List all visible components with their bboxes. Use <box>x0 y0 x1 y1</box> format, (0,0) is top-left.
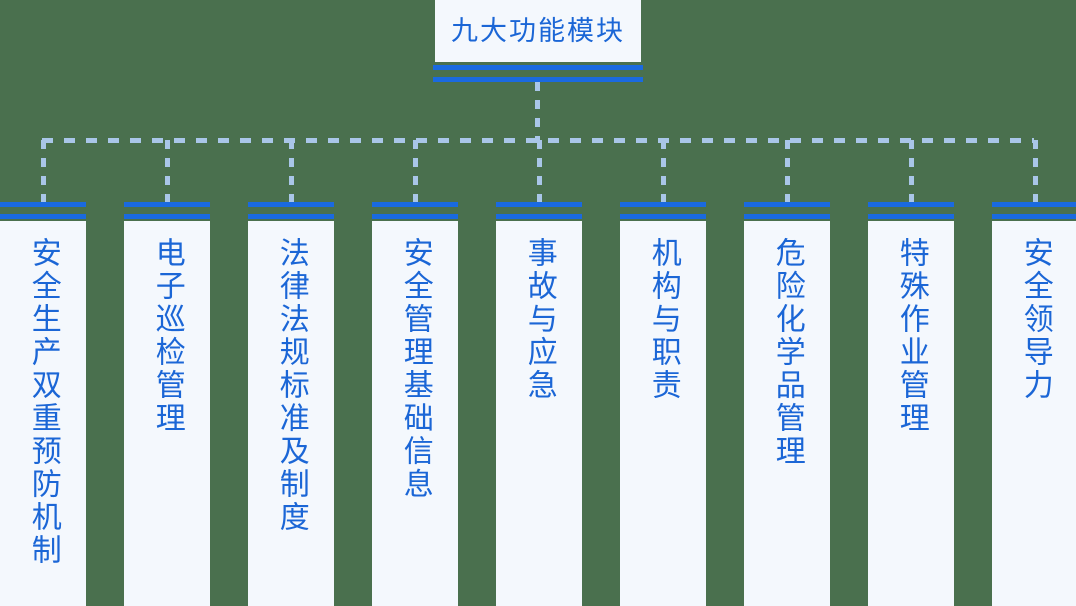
module-bar-bottom-3 <box>248 214 334 219</box>
module-column-5[interactable]: 事故与应急 <box>496 202 582 606</box>
module-panel-8: 特殊作业管理 <box>868 221 954 606</box>
connector-drop-4 <box>412 140 418 202</box>
root-node-label: 九大功能模块 <box>451 15 625 47</box>
connector-drop-7 <box>784 140 790 202</box>
module-column-9[interactable]: 安全领导力 <box>992 202 1076 606</box>
module-panel-3: 法律法规标准及制度 <box>248 221 334 606</box>
module-panel-4: 安全管理基础信息 <box>372 221 458 606</box>
module-panel-7: 危险化学品管理 <box>744 221 830 606</box>
module-label-2: 电子巡检管理 <box>149 237 185 435</box>
module-panel-5: 事故与应急 <box>496 221 582 606</box>
connector-drop-5 <box>536 140 542 202</box>
module-column-1[interactable]: 安全生产双重预防机制 <box>0 202 86 606</box>
module-label-5: 事故与应急 <box>521 237 557 402</box>
module-column-8[interactable]: 特殊作业管理 <box>868 202 954 606</box>
module-column-4[interactable]: 安全管理基础信息 <box>372 202 458 606</box>
module-label-8: 特殊作业管理 <box>893 237 929 435</box>
connector-drop-9 <box>1032 140 1038 202</box>
module-panel-9: 安全领导力 <box>992 221 1076 606</box>
module-column-7[interactable]: 危险化学品管理 <box>744 202 830 606</box>
module-panel-1: 安全生产双重预防机制 <box>0 221 86 606</box>
connector-drop-3 <box>288 140 294 202</box>
module-column-6[interactable]: 机构与职责 <box>620 202 706 606</box>
module-bar-bottom-6 <box>620 214 706 219</box>
module-column-3[interactable]: 法律法规标准及制度 <box>248 202 334 606</box>
module-bar-top-3 <box>248 202 334 207</box>
module-bar-bottom-9 <box>992 214 1076 219</box>
root-node[interactable]: 九大功能模块 <box>435 0 641 62</box>
module-bar-top-8 <box>868 202 954 207</box>
module-bar-top-6 <box>620 202 706 207</box>
module-bar-top-7 <box>744 202 830 207</box>
connector-drop-8 <box>908 140 914 202</box>
module-bar-bottom-2 <box>124 214 210 219</box>
connector-drop-2 <box>164 140 170 202</box>
module-label-3: 法律法规标准及制度 <box>273 237 309 534</box>
root-node-underbar-top <box>433 65 643 70</box>
module-bar-top-5 <box>496 202 582 207</box>
connector-trunk-vertical <box>535 82 540 140</box>
root-node-underbar-bottom <box>433 77 643 82</box>
module-bar-bottom-4 <box>372 214 458 219</box>
module-bar-top-1 <box>0 202 86 207</box>
module-label-9: 安全领导力 <box>1017 237 1053 402</box>
module-panel-2: 电子巡检管理 <box>124 221 210 606</box>
module-bar-bottom-5 <box>496 214 582 219</box>
module-panel-6: 机构与职责 <box>620 221 706 606</box>
connector-drop-6 <box>660 140 666 202</box>
module-bar-bottom-7 <box>744 214 830 219</box>
module-bar-top-4 <box>372 202 458 207</box>
module-label-6: 机构与职责 <box>645 237 681 402</box>
module-bar-top-2 <box>124 202 210 207</box>
connector-drop-1 <box>40 140 46 202</box>
module-label-7: 危险化学品管理 <box>769 237 805 468</box>
module-bar-bottom-8 <box>868 214 954 219</box>
module-bar-top-9 <box>992 202 1076 207</box>
module-column-2[interactable]: 电子巡检管理 <box>124 202 210 606</box>
module-bar-bottom-1 <box>0 214 86 219</box>
module-label-4: 安全管理基础信息 <box>397 237 433 501</box>
module-label-1: 安全生产双重预防机制 <box>25 237 61 567</box>
